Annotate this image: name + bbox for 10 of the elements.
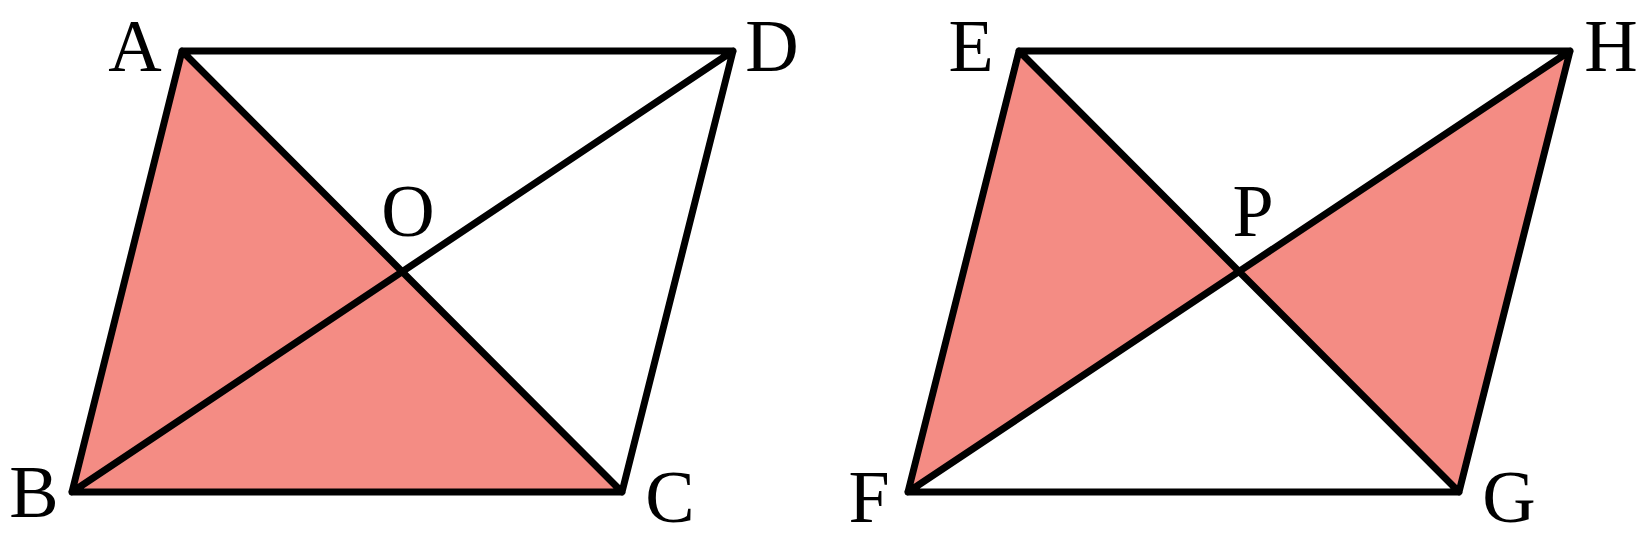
vertex-label: H xyxy=(1584,9,1638,83)
vertex-label: E xyxy=(948,9,994,83)
vertex-label: A xyxy=(108,9,162,83)
vertex-label: C xyxy=(645,460,695,534)
vertex-label: P xyxy=(1232,174,1274,248)
vertex-label: G xyxy=(1482,460,1536,534)
vertex-label: F xyxy=(848,460,890,534)
vertex-label: O xyxy=(381,174,435,248)
vertex-label: B xyxy=(9,455,59,529)
vertex-label: D xyxy=(745,9,799,83)
